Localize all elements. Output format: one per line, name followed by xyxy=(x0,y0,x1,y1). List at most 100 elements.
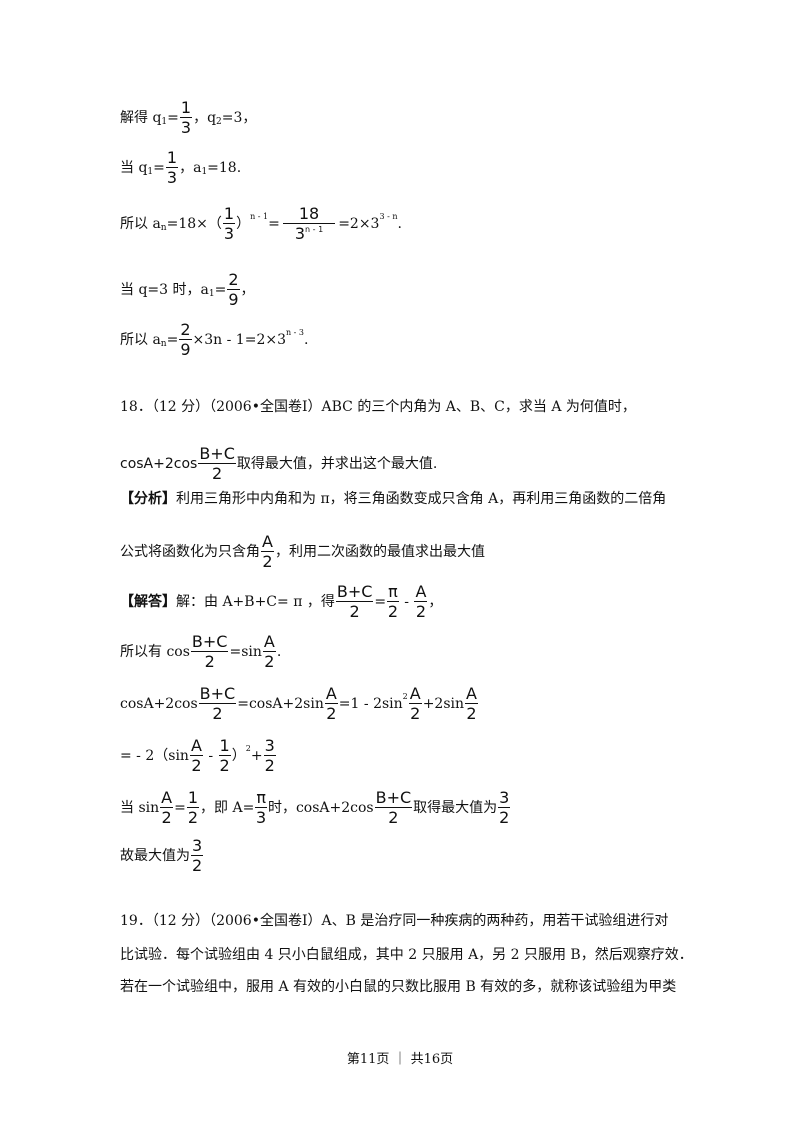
text: =18. xyxy=(207,160,242,176)
numerator: A xyxy=(189,736,203,756)
text: +2sin xyxy=(422,696,465,712)
question-text: 19．（12 分）（2006•全国卷Ⅰ）A、B 是治疗同一种疾病的两种药，用若干… xyxy=(120,913,669,929)
text: 当 q=3 时，a xyxy=(120,282,209,298)
text: ） xyxy=(236,216,251,232)
text: = xyxy=(374,594,387,610)
numerator: π xyxy=(387,582,399,602)
text: 所以 a xyxy=(120,332,161,348)
text: = xyxy=(268,216,280,232)
text: ，即 A= xyxy=(200,800,255,816)
numerator: 1 xyxy=(186,788,200,808)
denominator: 3 xyxy=(256,808,267,827)
text: = - 2（sin xyxy=(120,748,189,764)
numerator: A xyxy=(262,632,276,652)
q18-line-1: 18．（12 分）（2006•全国卷Ⅰ）ABC 的三个内角为 A、B、C，求当 … xyxy=(120,400,636,414)
q18-analysis: 【分析】利用三角形中内角和为 π，将三角函数变成只含角 A，再利用三角函数的二倍… xyxy=(120,492,666,506)
numerator: 1 xyxy=(222,204,236,224)
text: = xyxy=(166,332,179,348)
page-footer: 第11页 ｜ 共16页 xyxy=(346,1052,454,1067)
text: ，利用二次函数的最值求出最大值 xyxy=(274,544,485,560)
text: 利用三角形中内角和为 π，将三角函数变成只含角 A，再利用三角函数的二倍角 xyxy=(176,491,667,507)
superscript: n - 1 xyxy=(305,225,324,234)
numerator: B+C xyxy=(374,788,413,808)
numerator: 1 xyxy=(165,148,179,168)
denominator: 2 xyxy=(349,602,360,621)
subscript: n xyxy=(160,338,167,349)
q19-line-3: 若在一个试验组中，服用 A 有效的小白鼠的只数比服用 B 有效的多，就称该试验组… xyxy=(120,980,676,994)
text: 时，cosA+2cos xyxy=(267,800,374,816)
text: ，a xyxy=(179,160,202,176)
numerator: A xyxy=(324,684,338,704)
text: = xyxy=(167,110,179,126)
numerator: 3 xyxy=(498,788,511,808)
text: = xyxy=(174,800,186,816)
denominator: 2 xyxy=(410,704,421,723)
numerator: B+C xyxy=(198,684,237,704)
subscript: 2 xyxy=(216,116,222,127)
text: 故最大值为 xyxy=(120,848,190,864)
text: =cosA+2sin xyxy=(237,696,324,712)
text: 当 q xyxy=(120,160,148,176)
text: ，q xyxy=(193,110,217,126)
question-text: 比试验．每个试验组由 4 只小白鼠组成，其中 2 只服用 A，另 2 只服用 B… xyxy=(120,947,693,963)
text: 所以有 cos xyxy=(120,644,190,660)
q19-line-2: 比试验．每个试验组由 4 只小白鼠组成，其中 2 只服用 A，另 2 只服用 B… xyxy=(120,948,693,962)
denominator: 3 xyxy=(166,168,178,187)
denominator: 2 xyxy=(187,808,199,827)
denominator: 2 xyxy=(204,652,215,671)
analysis-tag: 【分析】 xyxy=(120,491,176,507)
numerator: B+C xyxy=(198,444,236,464)
numerator: B+C xyxy=(335,582,374,602)
numerator: A xyxy=(160,788,174,808)
denominator: 3 xyxy=(223,224,235,243)
text: =2×3 xyxy=(338,216,380,232)
text: = xyxy=(153,160,165,176)
superscript: n - 3 xyxy=(285,328,305,337)
numerator: A xyxy=(408,684,422,704)
numerator: 3 xyxy=(191,836,204,856)
denominator: 2 xyxy=(161,808,172,827)
numerator: 3 xyxy=(263,736,276,756)
subscript: 1 xyxy=(147,166,154,177)
denominator: 2 xyxy=(326,704,337,723)
denominator: 2 xyxy=(264,652,275,671)
text: cosA+2cos xyxy=(120,456,198,472)
text: ×3n - 1=2×3 xyxy=(192,332,286,348)
denominator: 3 xyxy=(180,118,192,137)
text: 取得最大值，并求出这个最大值. xyxy=(236,456,438,472)
numerator: 2 xyxy=(179,320,192,340)
denominator: 2 xyxy=(415,602,426,621)
numerator: 18 xyxy=(282,206,336,224)
text: 取得最大值为 xyxy=(413,800,498,816)
text: ） xyxy=(231,748,246,764)
numerator: A xyxy=(465,684,478,704)
superscript: 2 xyxy=(402,692,408,701)
text: 当 sin xyxy=(120,800,160,816)
subscript: 1 xyxy=(161,116,168,127)
numerator: A xyxy=(261,532,274,552)
denominator: 2 xyxy=(192,856,203,875)
